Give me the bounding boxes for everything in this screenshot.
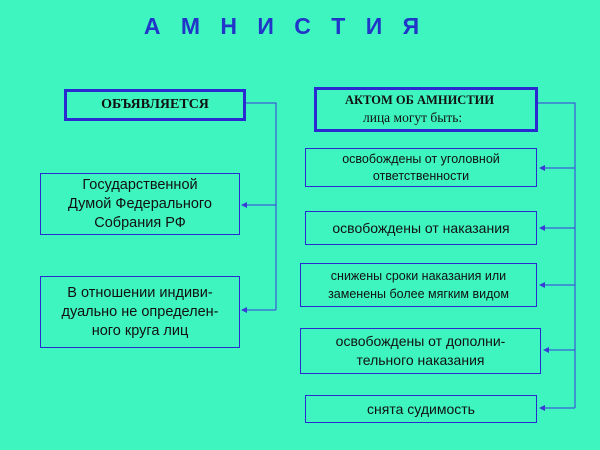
right-item-3-text: снижены сроки наказания или заменены бол… bbox=[328, 269, 509, 301]
left-item-duma: Государственной Думой Федерального Собра… bbox=[40, 173, 240, 235]
right-item-punishment: освобождены от наказания bbox=[305, 211, 537, 245]
left-item-duma-text: Государственной Думой Федерального Собра… bbox=[68, 176, 212, 231]
right-item-1-text: освобождены от уголовной ответственности bbox=[342, 151, 500, 183]
right-item-conviction-removed: снята судимость bbox=[305, 395, 537, 423]
left-item-circle-text: В отношении индиви- дуально не определен… bbox=[61, 284, 219, 339]
right-item-reduced-terms: снижены сроки наказания или заменены бол… bbox=[300, 263, 537, 307]
right-header-line1: АКТОМ ОБ АМНИСТИИ bbox=[345, 93, 495, 107]
right-item-5-text: снята судимость bbox=[367, 401, 475, 417]
right-connector-trunk bbox=[538, 102, 576, 408]
right-item-4-text: освобождены от дополни- тельного наказан… bbox=[335, 333, 506, 368]
right-item-2-text: освобождены от наказания bbox=[332, 220, 510, 236]
right-item-criminal-liability: освобождены от уголовной ответственности bbox=[305, 148, 537, 187]
left-header-box: ОБЪЯВЛЯЕТСЯ bbox=[64, 89, 246, 121]
right-header-box: АКТОМ ОБ АМНИСТИИ лица могут быть: bbox=[314, 87, 538, 132]
left-connector-trunk bbox=[246, 102, 277, 310]
left-header-label: ОБЪЯВЛЯЕТСЯ bbox=[101, 97, 209, 112]
right-item-additional-punishment: освобождены от дополни- тельного наказан… bbox=[300, 328, 541, 374]
right-header-line2: лица могут быть: bbox=[363, 110, 463, 125]
left-item-circle: В отношении индиви- дуально не определен… bbox=[40, 276, 240, 348]
diagram-title: А М Н И С Т И Я bbox=[143, 13, 427, 39]
